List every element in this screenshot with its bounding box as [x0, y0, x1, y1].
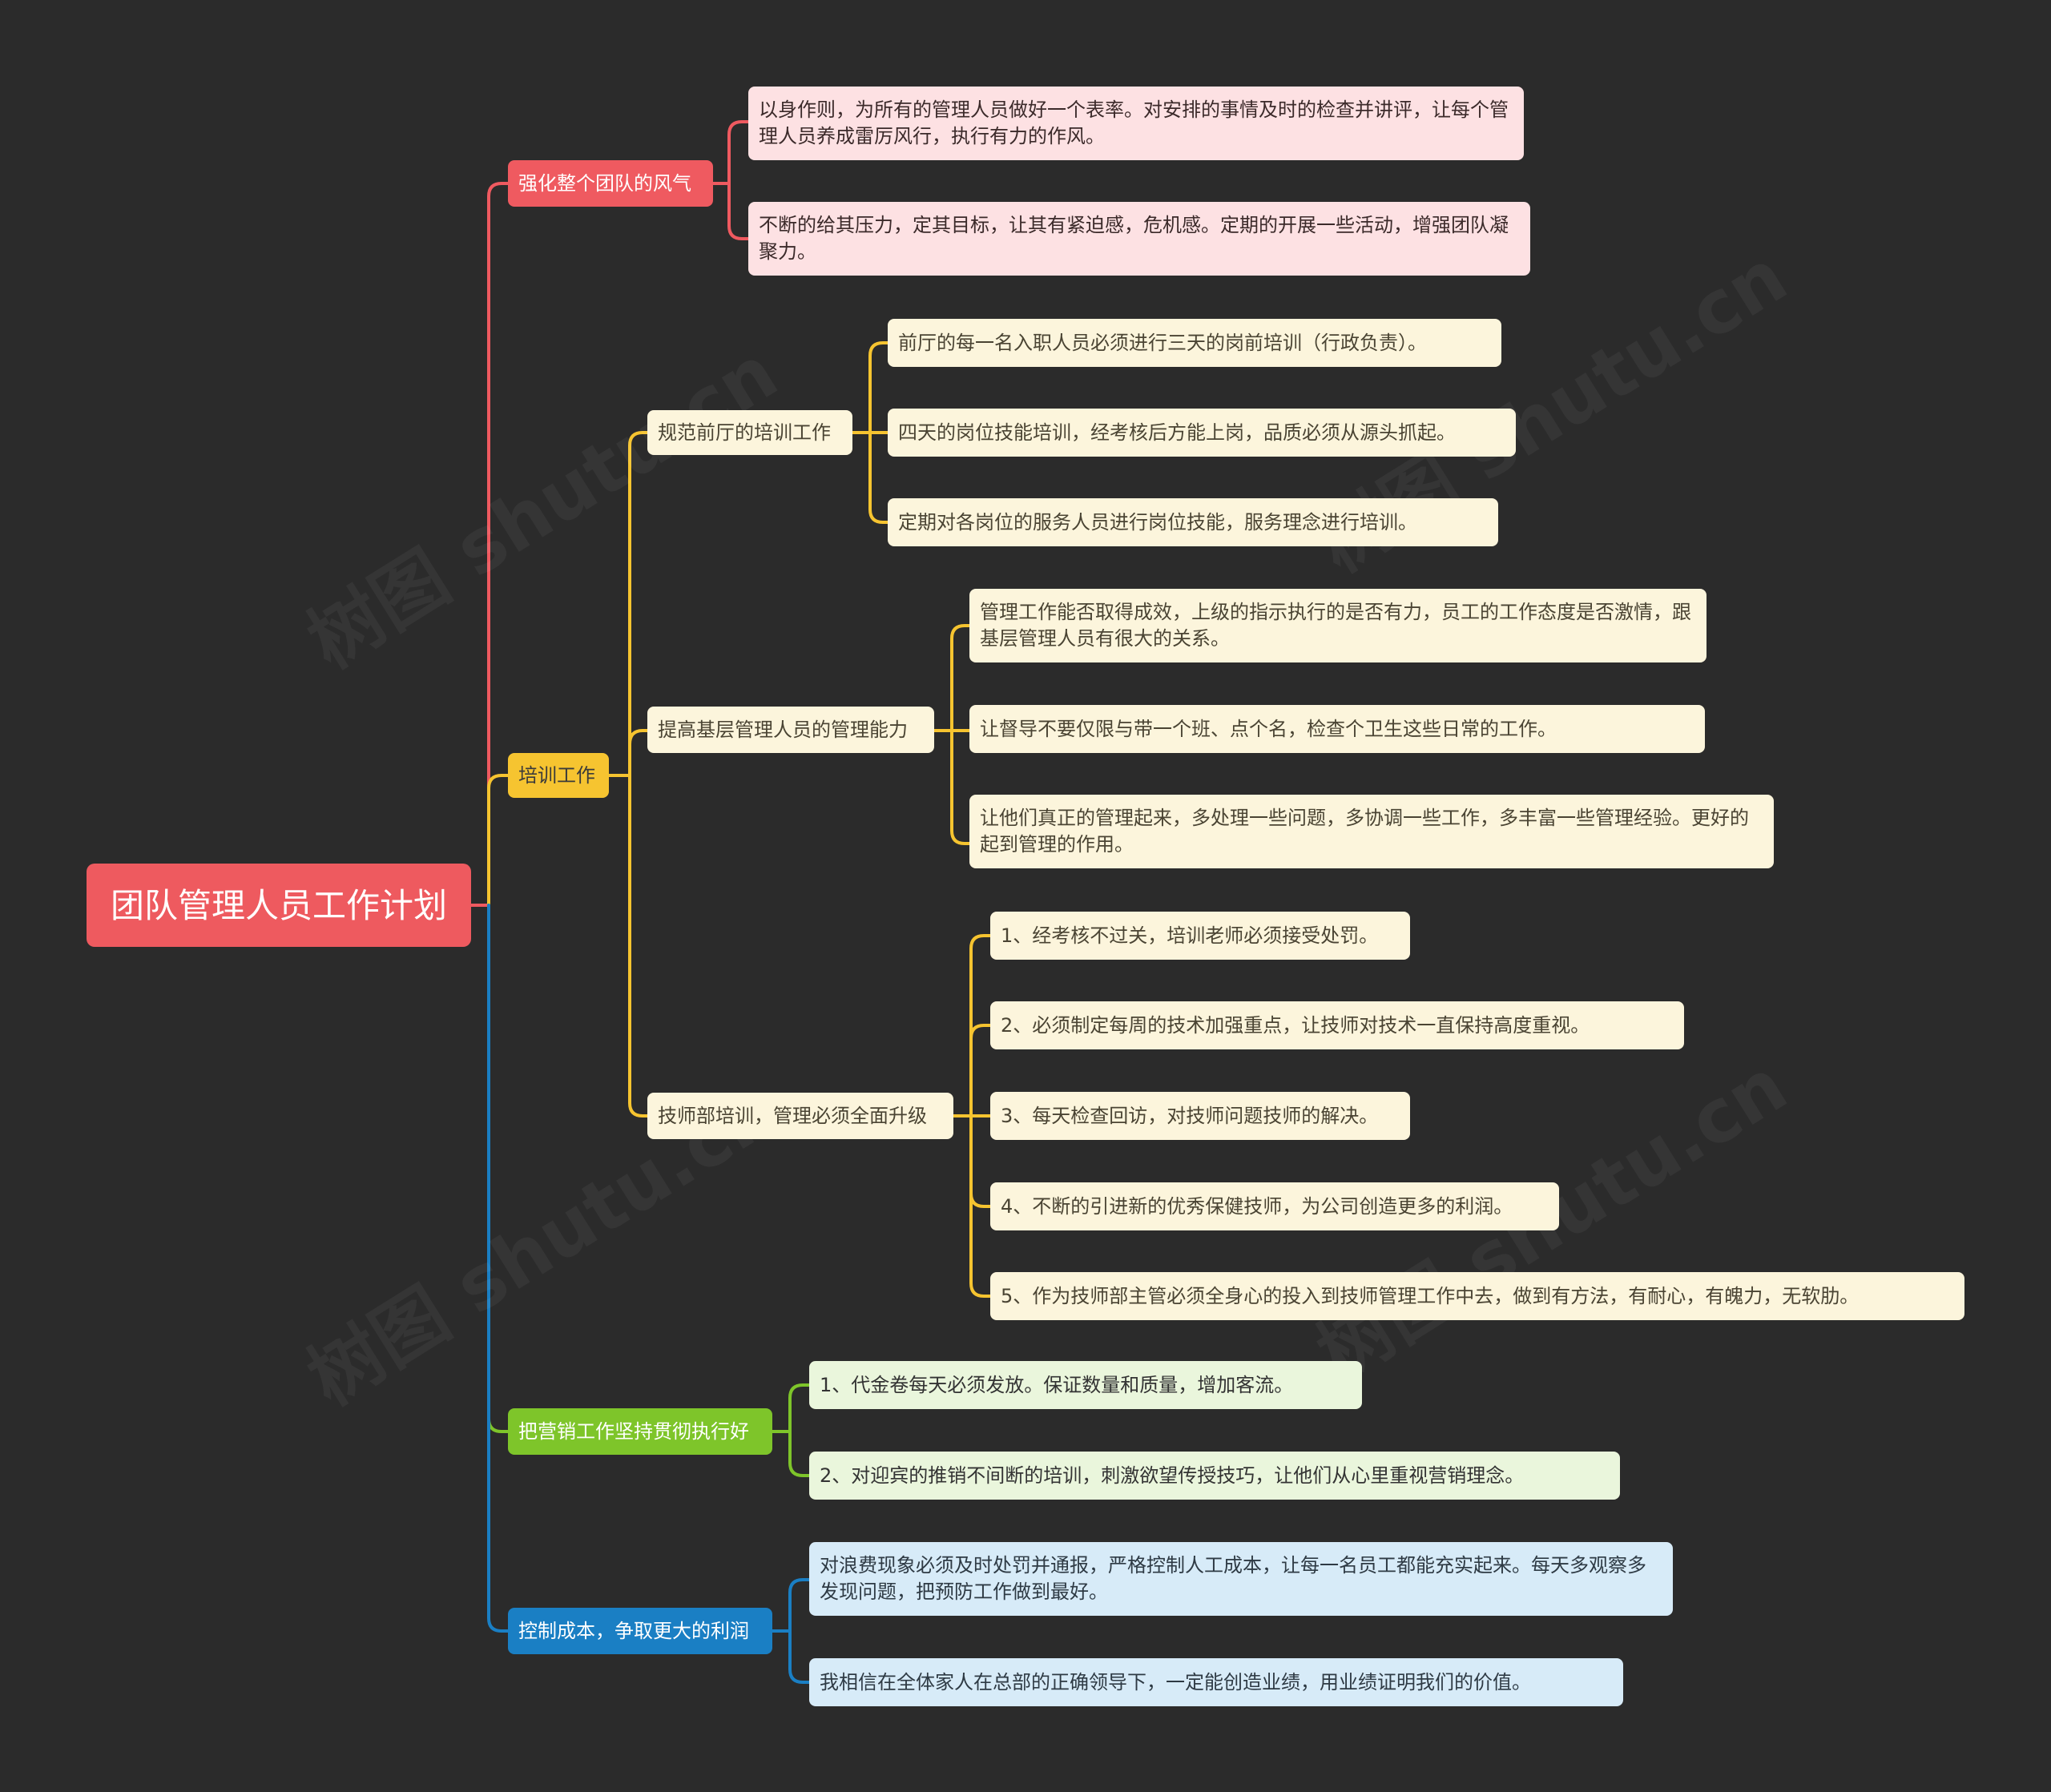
link-root-cost — [487, 904, 510, 1633]
leaf-node[interactable]: 我相信在全体家人在总部的正确领导下，一定能创造业绩，用业绩证明我们的价值。 — [809, 1658, 1623, 1706]
leaf-node[interactable]: 前厅的每一名入职人员必须进行三天的岗前培训（行政负责）。 — [888, 319, 1501, 367]
link-green-children — [771, 1383, 811, 1477]
sub-branch-technician[interactable]: 技师部培训，管理必须全面升级 — [647, 1093, 953, 1139]
leaf-node[interactable]: 四天的岗位技能培训，经考核后方能上岗，品质必须从源头抓起。 — [888, 409, 1516, 457]
sub-branch-front-hall[interactable]: 规范前厅的培训工作 — [647, 410, 852, 455]
leaf-node[interactable]: 5、作为技师部主管必须全身心的投入到技师管理工作中去，做到有方法，有耐心，有魄力… — [990, 1272, 1964, 1320]
branch-cost-control[interactable]: 控制成本，争取更大的利润 — [508, 1608, 772, 1654]
link-root-spine — [469, 182, 510, 907]
leaf-node[interactable]: 1、经考核不过关，培训老师必须接受处罚。 — [990, 912, 1410, 960]
leaf-node[interactable]: 1、代金卷每天必须发放。保证数量和质量，增加客流。 — [809, 1361, 1362, 1409]
link-blue-children — [771, 1578, 811, 1684]
branch-team-culture[interactable]: 强化整个团队的风气 — [508, 160, 713, 207]
leaf-node[interactable]: 定期对各岗位的服务人员进行岗位技能，服务理念进行培训。 — [888, 498, 1498, 546]
leaf-node[interactable]: 4、不断的引进新的优秀保健技师，为公司创造更多的利润。 — [990, 1182, 1559, 1230]
branch-training[interactable]: 培训工作 — [508, 753, 609, 798]
leaf-node[interactable]: 管理工作能否取得成效，上级的指示执行的是否有力，员工的工作态度是否激情，跟基层管… — [969, 589, 1706, 662]
root-node[interactable]: 团队管理人员工作计划 — [87, 864, 471, 947]
link-red-children — [711, 120, 750, 240]
link-root-marketing — [487, 904, 510, 1433]
leaf-node[interactable]: 3、每天检查回访，对技师问题技师的解决。 — [990, 1092, 1410, 1140]
leaf-node[interactable]: 不断的给其压力，定其目标，让其有紧迫感，危机感。定期的开展一些活动，增强团队凝聚… — [748, 202, 1530, 276]
link-yellow-sub1 — [851, 341, 889, 524]
leaf-node[interactable]: 2、对迎宾的推销不间断的培训，刺激欲望传授技巧，让他们从心里重视营销理念。 — [809, 1452, 1620, 1500]
sub-branch-manager-ability[interactable]: 提高基层管理人员的管理能力 — [647, 707, 934, 753]
link-root-training — [487, 774, 510, 907]
leaf-node[interactable]: 2、必须制定每周的技术加强重点，让技师对技术一直保持高度重视。 — [990, 1001, 1684, 1049]
link-yellow-sub2 — [933, 624, 971, 845]
branch-marketing[interactable]: 把营销工作坚持贯彻执行好 — [508, 1408, 772, 1455]
leaf-node[interactable]: 让他们真正的管理起来，多处理一些问题，多协调一些工作，多丰富一些管理经验。更好的… — [969, 795, 1774, 868]
link-yellow-subs — [607, 431, 649, 1117]
leaf-node[interactable]: 以身作则，为所有的管理人员做好一个表率。对安排的事情及时的检查并讲评，让每个管理… — [748, 87, 1524, 160]
leaf-node[interactable]: 对浪费现象必须及时处罚并通报，严格控制人工成本，让每一名员工都能充实起来。每天多… — [809, 1542, 1673, 1616]
link-yellow-sub3 — [952, 934, 992, 1298]
leaf-node[interactable]: 让督导不要仅限与带一个班、点个名，检查个卫生这些日常的工作。 — [969, 705, 1705, 753]
